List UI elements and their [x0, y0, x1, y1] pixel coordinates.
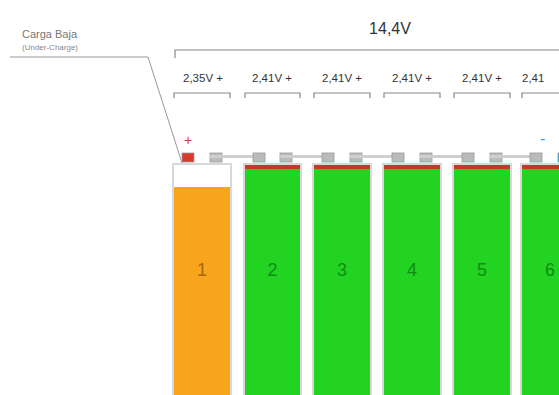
battery-cell: 5: [452, 163, 512, 395]
callout-label: Carga Baja: [22, 28, 77, 40]
cell-voltage: 2,41V +: [322, 72, 362, 84]
cell-voltage: 2,41: [522, 72, 544, 84]
battery-cell: 4: [382, 163, 442, 395]
terminal-post: [253, 153, 265, 162]
battery-cell: 6: [520, 163, 559, 395]
cell-bracket: [174, 93, 230, 98]
leader-line: [10, 57, 183, 166]
cell-bracket: [522, 93, 559, 98]
terminal-posts: [182, 153, 559, 162]
battery-cell: 3: [312, 163, 372, 395]
cell-number: 4: [384, 260, 440, 281]
terminal-post: [462, 153, 474, 162]
terminal-post: [558, 153, 559, 162]
cell-number: 5: [454, 260, 510, 281]
cell-voltage: 2,35V +: [183, 72, 223, 84]
callout-sublabel: (Under-Charge): [22, 43, 78, 52]
cell-bracket: [384, 93, 440, 98]
cell-number: 3: [314, 260, 370, 281]
total-voltage: 14,4V: [369, 20, 411, 38]
total-bracket: [175, 50, 559, 58]
cell-voltage: 2,41V +: [462, 72, 502, 84]
cell-number: 1: [174, 260, 230, 281]
battery-cell: 1: [172, 163, 232, 395]
cell-bracket: [245, 93, 300, 98]
cell-bracket: [314, 93, 370, 98]
negative-sign: -: [540, 130, 545, 148]
positive-sign: +: [184, 132, 192, 148]
terminal-post: [322, 153, 334, 162]
battery-cell: 2: [243, 163, 302, 395]
terminal-post: [530, 153, 542, 162]
terminal-post: [392, 153, 404, 162]
cell-brackets: [174, 93, 559, 98]
cell-voltage: 2,41V +: [392, 72, 432, 84]
cell-number: 2: [245, 260, 300, 281]
cell-number: 6: [522, 260, 559, 281]
cell-voltage: 2,41V +: [252, 72, 292, 84]
cell-bracket: [454, 93, 510, 98]
terminal-post: [182, 153, 194, 162]
